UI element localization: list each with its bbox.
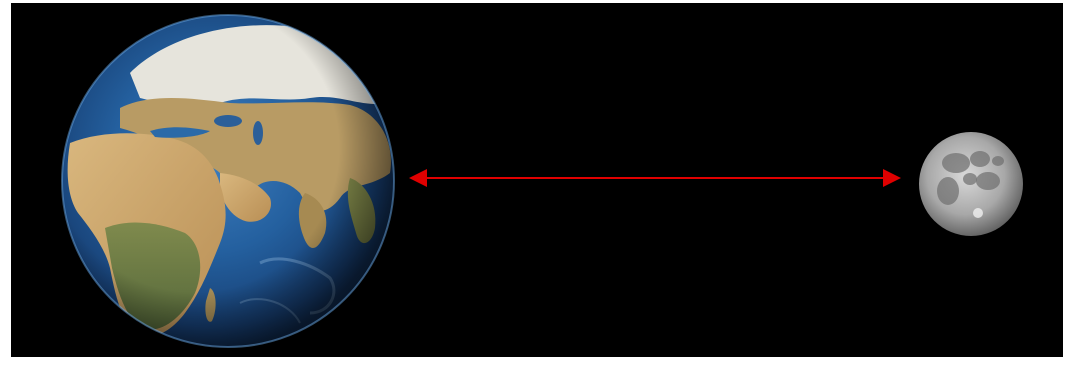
moon-mare <box>970 151 990 167</box>
arrow-head-left <box>409 169 427 187</box>
moon-mare <box>942 153 970 173</box>
moon-mare <box>963 173 977 185</box>
moon-crater <box>973 208 983 218</box>
double-headed-arrow-icon <box>409 165 901 191</box>
space-scene <box>11 3 1063 357</box>
moon-icon <box>918 131 1024 237</box>
earth-shading <box>62 15 394 347</box>
arrow-head-right <box>883 169 901 187</box>
moon-mare <box>992 156 1004 166</box>
bottom-margin <box>0 357 1066 372</box>
moon-mare <box>937 177 959 205</box>
earth-globe-icon <box>60 13 396 349</box>
moon-mare <box>976 172 1000 190</box>
